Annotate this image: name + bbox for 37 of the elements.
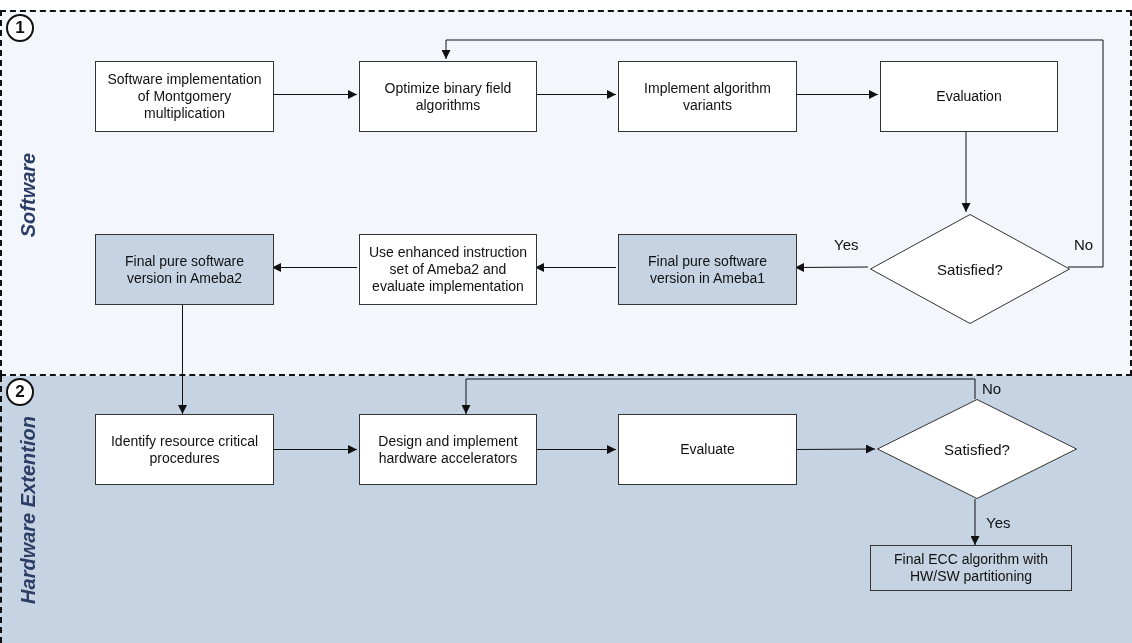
section-title: Software <box>16 152 40 238</box>
process-box: Final pure software version in Ameba2 <box>95 234 274 305</box>
process-box: Optimize binary field algorithms <box>359 61 537 132</box>
step-number: 1 <box>6 14 34 42</box>
arrow <box>461 378 976 415</box>
arrow <box>271 90 358 99</box>
arrow <box>794 262 869 272</box>
process-box: Implement algorithm variants <box>618 61 797 132</box>
edge-label: Yes <box>833 236 860 253</box>
process-box: Final ECC algorithm with HW/SW partitioning <box>870 545 1072 591</box>
arrow <box>271 445 358 454</box>
decision-text: Satisfied? <box>937 260 1003 278</box>
process-box: Final pure software version in Ameba1 <box>618 234 797 305</box>
arrow <box>271 263 358 272</box>
edge-label: No <box>1073 236 1095 253</box>
decision-text: Satisfied? <box>944 440 1010 458</box>
step-number: 2 <box>6 378 34 406</box>
arrow <box>970 498 980 546</box>
arrow <box>441 39 1104 268</box>
process-box: Evaluate <box>618 414 797 485</box>
arrow <box>794 444 876 454</box>
arrow <box>178 302 187 415</box>
arrow <box>961 129 971 213</box>
section-panel <box>0 376 1132 643</box>
arrow <box>794 90 879 99</box>
process-box: Identify resource critical procedures <box>95 414 274 485</box>
arrow <box>534 90 617 99</box>
process-box: Design and implement hardware accelerators <box>359 414 537 485</box>
edge-label: No <box>981 380 1003 397</box>
arrow <box>534 445 617 454</box>
section-title: Hardware Extention <box>16 415 40 604</box>
process-box: Software implementation of Montgomery multiplication <box>95 61 274 132</box>
edge-label: Yes <box>985 514 1012 531</box>
process-box: Use enhanced instruction set of Ameba2 and evaluate implementation <box>359 234 537 305</box>
process-box: Evaluation <box>880 61 1058 132</box>
arrow <box>534 263 617 272</box>
section-panel <box>0 10 1132 376</box>
